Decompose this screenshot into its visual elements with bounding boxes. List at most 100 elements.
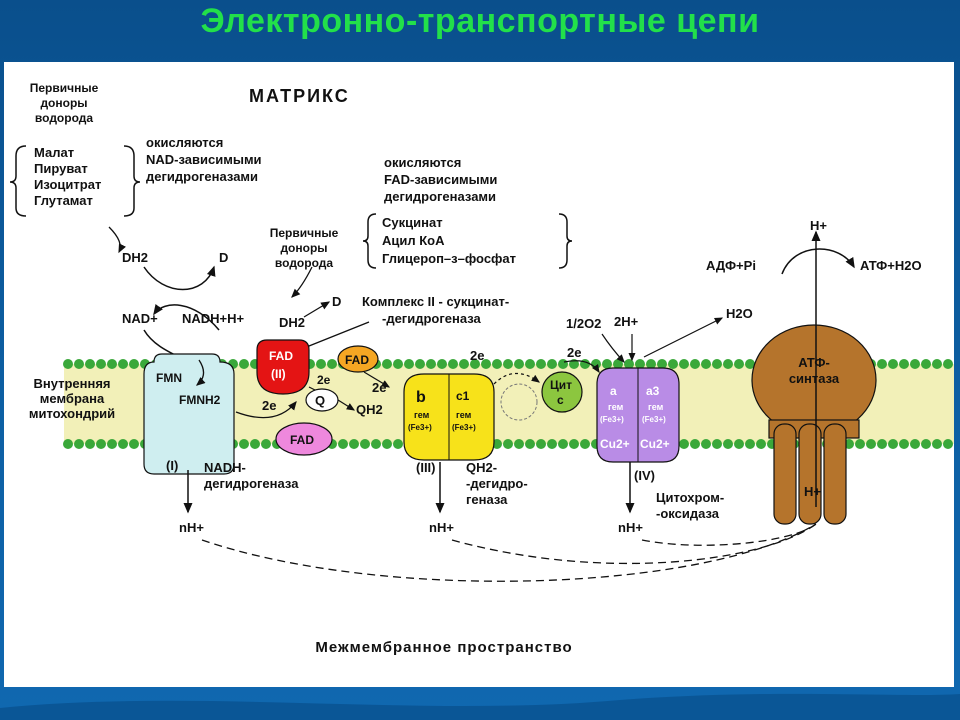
lipid-head — [514, 359, 524, 369]
lipid-head — [910, 439, 920, 449]
svg-text:окисляются: окисляются — [384, 155, 461, 170]
svg-text:DH2: DH2 — [279, 315, 305, 330]
lipid-head — [503, 439, 513, 449]
lipid-head — [503, 359, 513, 369]
lipid-head — [261, 439, 271, 449]
svg-text:АТФ-: АТФ- — [798, 355, 830, 370]
svg-text:АТФ+H2O: АТФ+H2O — [860, 258, 922, 273]
svg-text:(III): (III) — [416, 460, 436, 475]
donors-top: Первичные доноры водорода Малат Пируват … — [9, 81, 262, 217]
svg-text:NADH-: NADH- — [204, 460, 246, 475]
svg-text:дегидрогеназами: дегидрогеназами — [146, 169, 258, 184]
lipid-head — [668, 359, 678, 369]
lipid-head — [690, 359, 700, 369]
svg-text:доноры: доноры — [40, 96, 87, 110]
nad-cycle: DH2 D NAD+ NADH+H+ — [108, 226, 245, 363]
svg-text:(Fe3+): (Fe3+) — [452, 423, 476, 432]
svg-text:a3: a3 — [646, 384, 660, 398]
svg-text:Cu2+: Cu2+ — [600, 437, 630, 451]
lipid-head — [888, 359, 898, 369]
svg-text:Внутренняя: Внутренняя — [33, 376, 110, 391]
lipid-head — [338, 439, 348, 449]
svg-text:Глицероп–з–фосфат: Глицероп–з–фосфат — [382, 251, 516, 266]
svg-text:водорода: водорода — [35, 111, 93, 125]
lipid-head — [360, 439, 370, 449]
lipid-head — [701, 439, 711, 449]
lipid-head — [888, 439, 898, 449]
lipid-head — [129, 359, 139, 369]
footer-wave — [0, 693, 960, 720]
svg-text:синтаза: синтаза — [789, 371, 840, 386]
lipid-head — [855, 439, 865, 449]
svg-text:Q: Q — [315, 393, 325, 408]
svg-text:QH2-: QH2- — [466, 460, 497, 475]
svg-text:2e: 2e — [262, 398, 276, 413]
lipid-head — [712, 359, 722, 369]
lipid-head — [690, 439, 700, 449]
svg-text:NAD-зависимыми: NAD-зависимыми — [146, 152, 262, 167]
lipid-head — [382, 439, 392, 449]
lipid-head — [877, 359, 887, 369]
lipid-head — [393, 439, 403, 449]
lipid-head — [866, 439, 876, 449]
lipid-head — [921, 439, 931, 449]
lipid-head — [239, 359, 249, 369]
lipid-head — [481, 359, 491, 369]
lipid-head — [371, 439, 381, 449]
svg-text:водорода: водорода — [275, 256, 333, 270]
lipid-head — [910, 359, 920, 369]
lipid-head — [250, 439, 260, 449]
svg-text:геназа: геназа — [466, 492, 508, 507]
svg-text:H+: H+ — [804, 484, 821, 499]
svg-text:Первичные: Первичные — [30, 81, 99, 95]
svg-text:FAD-зависимыми: FAD-зависимыми — [384, 172, 497, 187]
lipid-head — [745, 359, 755, 369]
svg-text:Цит: Цит — [550, 378, 572, 392]
lipid-head — [525, 439, 535, 449]
svg-text:nH+: nH+ — [179, 520, 204, 535]
lipid-head — [393, 359, 403, 369]
matrix-label: МАТРИКС — [249, 86, 350, 106]
lipid-head — [712, 439, 722, 449]
svg-text:гем: гем — [648, 402, 664, 412]
lipid-head — [63, 439, 73, 449]
lipid-head — [437, 359, 447, 369]
svg-text:DH2: DH2 — [122, 250, 148, 265]
lipid-head — [723, 359, 733, 369]
lipid-head — [525, 359, 535, 369]
atp-synthase: АТФ- синтаза H+ H+ АДФ+Pi АТФ+H2O — [706, 218, 922, 525]
svg-text:2e: 2e — [470, 348, 484, 363]
svg-text:Глутамат: Глутамат — [34, 193, 93, 208]
lipid-head — [932, 439, 942, 449]
lipid-head — [426, 359, 436, 369]
lipid-head — [899, 359, 909, 369]
svg-text:Ацил КоА: Ацил КоА — [382, 233, 445, 248]
lipid-head — [547, 359, 557, 369]
svg-text:D: D — [332, 294, 341, 309]
svg-text:(II): (II) — [271, 367, 286, 381]
svg-text:b: b — [416, 389, 426, 406]
svg-text:Cu2+: Cu2+ — [640, 437, 670, 451]
svg-text:nH+: nH+ — [429, 520, 454, 535]
svg-text:(I): (I) — [166, 458, 178, 473]
lipid-head — [679, 359, 689, 369]
lipid-head — [107, 439, 117, 449]
donors-mid: окисляются FAD-зависимыми дегидрогеназам… — [270, 155, 573, 270]
lipid-head — [514, 439, 524, 449]
fad-orange — [337, 345, 379, 373]
lipid-head — [547, 439, 557, 449]
fad-complex2: FAD (II) — [256, 339, 310, 395]
svg-text:доноры: доноры — [280, 241, 327, 255]
lipid-head — [415, 359, 425, 369]
svg-text:гем: гем — [608, 402, 624, 412]
lipid-head — [558, 439, 568, 449]
svg-text:D: D — [219, 250, 228, 265]
svg-text:-оксидаза: -оксидаза — [656, 506, 720, 521]
slide-title: Электронно-транспортные цепи — [200, 2, 760, 40]
lipid-head — [756, 439, 766, 449]
lipid-head — [74, 439, 84, 449]
svg-text:АДФ+Pi: АДФ+Pi — [706, 258, 756, 273]
complex-1: FMN FMNH2 2e (I) NADH- дегидрогеназа nH+ — [143, 353, 299, 535]
cytochrome-c — [541, 371, 583, 413]
svg-text:Комплекс II - сукцинат-: Комплекс II - сукцинат- — [362, 294, 509, 309]
